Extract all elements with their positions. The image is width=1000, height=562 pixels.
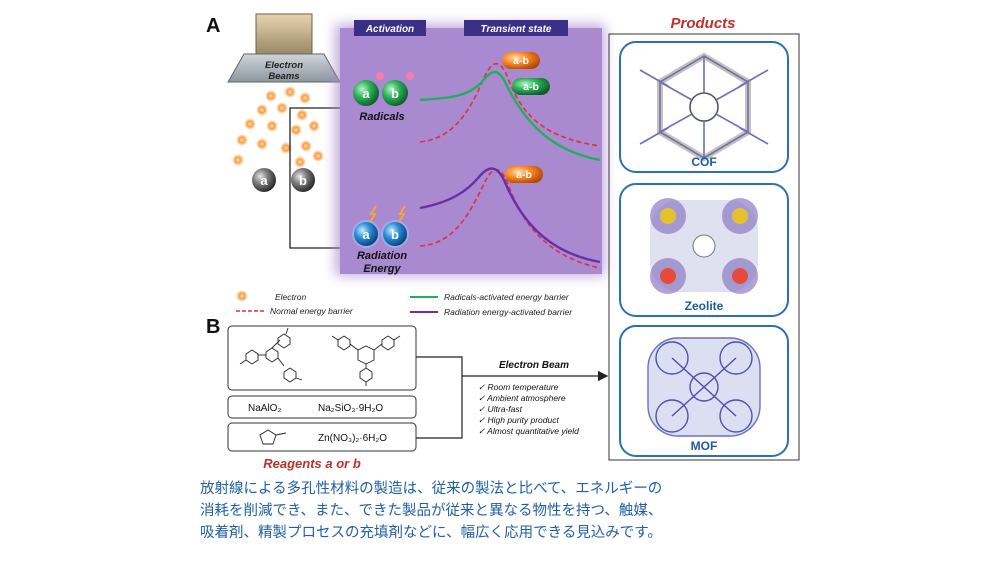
radiation-atom-b: b (381, 205, 409, 248)
reagent-zn-nitrate: Zn(NO₃)₂·6H₂O (318, 433, 387, 444)
legend-electron-label: Electron (275, 292, 306, 302)
triformyl-molecule-icon (239, 327, 303, 383)
products-panel: Products COF (608, 15, 800, 461)
svg-text:a-b: a-b (516, 169, 532, 181)
product-zeolite: Zeolite (619, 183, 789, 317)
conditions-list: ✓ Room temperature ✓ Ambient atmosphere … (478, 382, 579, 436)
electron-beam-source: Electron Beams (227, 13, 341, 83)
bracket-connector (289, 107, 345, 249)
electron-beam-label: Electron Beam (499, 360, 569, 371)
panel-b: B (206, 316, 609, 471)
reagents-label: Reagents a or b (263, 456, 361, 471)
legend-radiation-label: Radiation energy-activated barrier (444, 307, 573, 317)
mof-structure-icon (647, 337, 761, 437)
radical-atom-b: b (382, 72, 414, 106)
reagent-atom-b: b (291, 168, 315, 192)
panel-a: A Electron Beams (206, 13, 605, 276)
reagent-box-mof: Zn(NO₃)₂·6H₂O (227, 422, 417, 452)
radiation-label-2: Energy (363, 263, 401, 275)
activation-header-label: Activation (365, 24, 414, 35)
lightning-icon (369, 205, 377, 223)
reagent-box-molecules (227, 325, 417, 391)
reagent-naalo2: NaAlO₂ (248, 403, 281, 414)
svg-text:a: a (260, 173, 268, 188)
legend-normal-label: Normal energy barrier (270, 306, 354, 316)
reagent-bracket (416, 356, 463, 439)
reagent-na2sio3: Na₂SiO₃·9H₂O (318, 403, 383, 414)
electron-particles (232, 86, 324, 168)
zeolite-structure-icon (650, 198, 758, 294)
electron-beams-label-2: Beams (268, 71, 299, 82)
reagent-box-zeolite: NaAlO₂ Na₂SiO₃·9H₂O (227, 395, 417, 419)
transient-header-label: Transient state (481, 24, 552, 35)
svg-text:a-b: a-b (523, 81, 539, 93)
panel-a-letter: A (206, 15, 220, 37)
condition-item: ✓ Ambient atmosphere (478, 393, 566, 403)
svg-text:a: a (362, 227, 370, 242)
radicals-label: Radicals (359, 111, 404, 123)
transient-product-bottom-orange: a-b (505, 166, 543, 183)
methylimidazole-molecule-icon (259, 429, 287, 445)
japanese-caption: 放射線による多孔性材料の製造は、従来の製法と比べて、エネルギーの 消耗を削減でき… (200, 478, 800, 544)
radiation-barrier-curve (419, 167, 601, 264)
electron-beams-label-1: Electron (265, 60, 303, 71)
triamine-molecule-icon (331, 335, 401, 386)
radical-atom-a: a (353, 72, 384, 106)
svg-text:b: b (391, 227, 399, 242)
legend-electron-marker (236, 290, 248, 302)
radiation-atom-a: a (352, 205, 380, 248)
condition-item: ✓ High purity product (478, 415, 559, 425)
caption-line-2: 消耗を削減でき、また、できた製品が従来と異なる物性を持つ、触媒、 (200, 503, 663, 519)
reagent-atom-a: a (252, 168, 276, 192)
caption-line-1: 放射線による多孔性材料の製造は、従来の製法と比べて、エネルギーの (200, 481, 663, 497)
activation-header (354, 20, 426, 36)
panel-b-letter: B (206, 316, 220, 338)
svg-text:b: b (391, 86, 399, 101)
cof-structure-icon (639, 52, 769, 162)
legend-radicals-label: Radicals-activated energy barrier (444, 292, 570, 302)
transient-product-top-orange: a-b (502, 52, 540, 69)
svg-text:a-b: a-b (513, 55, 529, 67)
caption-line-3: 吸着剤、精製プロセスの充填剤などに、幅広く応用できる見込みです。 (200, 525, 662, 541)
svg-text:a: a (362, 86, 370, 101)
products-title: Products (670, 15, 735, 32)
product-cof: COF (619, 41, 789, 173)
lightning-icon (398, 205, 406, 223)
product-mof: MOF (619, 325, 789, 457)
legend: Electron Normal energy barrier Radicals-… (236, 290, 573, 317)
product-label-cof: COF (691, 155, 716, 169)
product-label-mof: MOF (691, 439, 718, 453)
condition-item: ✓ Almost quantitative yield (478, 426, 579, 436)
transient-header (464, 20, 568, 36)
transient-product-top-green: a-b (512, 78, 550, 95)
radiation-label-1: Radiation (357, 250, 407, 262)
svg-text:b: b (299, 173, 307, 188)
products-frame (608, 33, 800, 461)
condition-item: ✓ Ultra-fast (478, 404, 523, 414)
product-label-zeolite: Zeolite (685, 299, 724, 313)
condition-item: ✓ Room temperature (478, 382, 559, 392)
normal-barrier-curve-top (419, 62, 601, 147)
radicals-barrier-curve (419, 70, 601, 162)
